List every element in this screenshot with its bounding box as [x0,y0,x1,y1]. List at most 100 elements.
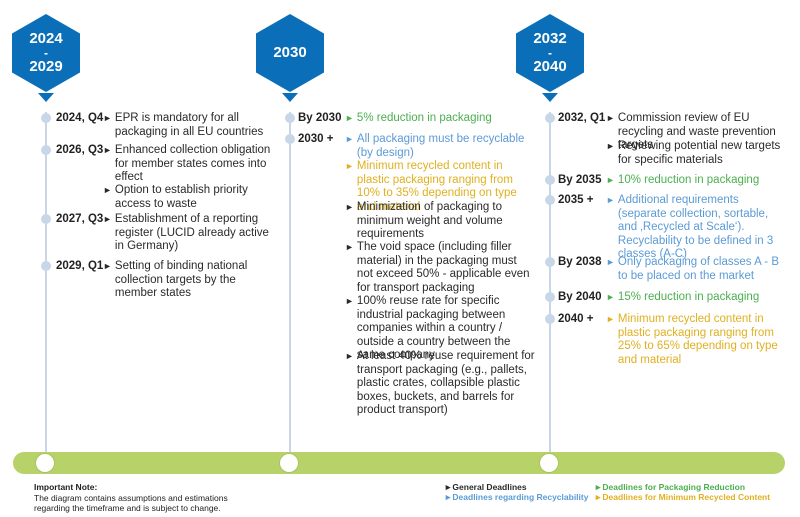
milestone-item: ► At least 40% reuse requirement for tra… [345,350,535,418]
milestone-text: Option to establish priority access to w… [114,184,248,210]
milestone-dot [545,175,555,185]
timeline-column-line [549,112,551,452]
milestone-text: Reviewing potential new targets for spec… [617,140,781,166]
arrow-icon: ► [103,145,112,155]
milestone-label: By 2030 [298,112,342,124]
milestone-item: ► Establishment of a reporting register … [103,213,273,254]
arrow-icon: ► [345,296,354,306]
note-text: The diagram contains assumptions and est… [34,492,228,503]
timeline-column-line [289,112,291,452]
period-start: 2030 [273,44,307,62]
milestone-item: ► Only packaging of classes A - B to be … [606,256,786,283]
milestone-item: ► Option to establish priority access to… [103,184,273,211]
milestone-label: 2035 + [558,194,594,206]
period-dash: - [548,46,552,60]
milestone-text: Establishment of a reporting register (L… [114,213,269,252]
milestone-item: ► All packaging must be recyclable (by d… [345,133,535,160]
milestone-label: 2029, Q1 [56,260,104,272]
milestone-item: ► 5% reduction in packaging [345,112,535,126]
period-start: 2032 [533,30,567,48]
milestone-item: ► The void space (including filler mater… [345,241,535,295]
milestone-item: ► Setting of binding national collection… [103,260,273,301]
arrow-icon: ► [103,261,112,271]
arrow-icon: ► [103,185,112,195]
milestone-item: ► Minimum recycled content in plastic pa… [606,313,786,367]
legend-general: ►General Deadlines [444,482,527,492]
milestone-dot [545,314,555,324]
arrow-icon: ► [345,202,354,212]
milestone-text: Only packaging of classes A - B to be pl… [617,256,780,282]
period-dash: - [44,46,48,60]
milestone-dot [41,145,51,155]
important-note: Important Note: The diagram contains ass… [34,482,228,514]
milestone-dot [285,113,295,123]
milestone-text: All packaging must be recyclable (by des… [356,133,525,159]
milestone-text: Additional requirements (separate collec… [617,194,774,260]
arrow-icon: ► [345,351,354,361]
milestone-label: By 2038 [558,256,602,268]
milestone-item: ► Reviewing potential new targets for sp… [606,140,786,167]
milestone-label: 2024, Q4 [56,112,104,124]
milestone-item: ► Minimum recycled content in plastic pa… [345,160,535,214]
arrow-icon: ► [606,175,615,185]
milestone-item: ► 10% reduction in packaging [606,174,786,188]
legend-recycled-content: ►Deadlines for Minimum Recycled Content [594,492,771,502]
arrow-icon: ► [345,242,354,252]
badge-pointer [542,93,558,102]
milestone-dot [41,214,51,224]
milestone-label: 2032, Q1 [558,112,606,124]
milestone-item: ► 15% reduction in packaging [606,291,786,305]
milestone-text: Enhanced collection obligation for membe… [114,144,271,183]
milestone-text: Minimum recycled content in plastic pack… [617,313,778,366]
arrow-icon: ► [345,134,354,144]
arrow-icon: ► [606,113,615,123]
note-title: Important Note: [34,482,98,492]
milestone-item: ► 100% reuse rate for specific industria… [345,295,535,363]
arrow-icon: ► [345,113,354,123]
timeline-node [539,453,559,473]
legend-recyclability: ►Deadlines regarding Recyclability [444,492,589,502]
milestone-label: By 2040 [558,291,602,303]
arrow-icon: ► [345,161,354,171]
period-end: 2029 [29,58,63,75]
milestone-text: Minimum recycled content in plastic pack… [356,160,517,213]
milestone-item: ► Enhanced collection obligation for mem… [103,144,273,185]
milestone-dot [545,292,555,302]
milestone-label: 2030 + [298,133,334,145]
milestone-dot [41,113,51,123]
arrow-icon: ► [606,314,615,324]
milestone-text: 5% reduction in packaging [356,112,492,124]
milestone-text: 10% reduction in packaging [617,174,760,186]
milestone-dot [545,257,555,267]
milestone-text: 100% reuse rate for specific industrial … [356,295,511,361]
milestone-dot [285,134,295,144]
milestone-item: ► Minimization of packaging to minimum w… [345,201,535,242]
milestone-text: Commission review of EU recycling and wa… [617,112,776,151]
milestone-text: Setting of binding national collection t… [114,260,248,299]
milestone-dot [545,113,555,123]
milestone-text: 15% reduction in packaging [617,291,760,303]
milestone-item: ► EPR is mandatory for all packaging in … [103,112,273,139]
period-2030-badge: 2030 [256,14,324,92]
milestone-item: ► Additional requirements (separate coll… [606,194,786,262]
arrow-icon: ► [606,257,615,267]
milestone-label: 2026, Q3 [56,144,104,156]
arrow-icon: ► [103,214,112,224]
milestone-dot [41,261,51,271]
arrow-icon: ► [606,141,615,151]
milestone-text: At least 40% reuse requirement for trans… [356,350,535,416]
arrow-icon: ► [103,113,112,123]
period-2024-2029-badge: 2024 - 2029 [12,14,80,92]
milestone-label: By 2035 [558,174,602,186]
milestone-text: Minimization of packaging to minimum wei… [356,201,503,240]
period-2032-2040-badge: 2032 - 2040 [516,14,584,92]
milestone-dot [545,195,555,205]
timeline-column-line [45,112,47,452]
badge-pointer [282,93,298,102]
milestone-label: 2027, Q3 [56,213,104,225]
milestone-text: EPR is mandatory for all packaging in al… [114,112,264,138]
period-end: 2040 [533,58,567,75]
arrow-icon: ► [606,195,615,205]
milestone-item: ► Commission review of EU recycling and … [606,112,786,153]
note-text: regarding the timeframe and is subject t… [34,503,221,513]
